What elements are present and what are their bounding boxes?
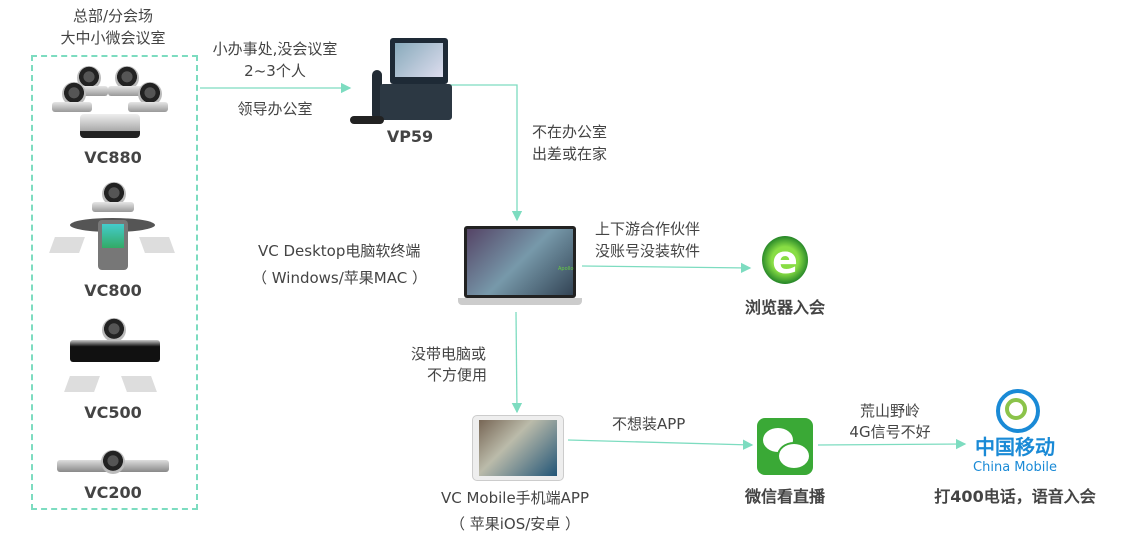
desktop-line1: VC Desktop电脑软终端 (258, 242, 421, 260)
wechat-label: 微信看直播 (744, 487, 825, 506)
edge-desktop-browser-line1: 上下游合作伙伴 (595, 220, 701, 238)
room-devices-group (31, 55, 198, 510)
edge-wechat-phone-line1: 荒山野岭 (859, 402, 920, 420)
vc880-label: VC880 (84, 148, 142, 167)
vc800-label: VC800 (84, 281, 142, 300)
vc200-image (57, 440, 169, 476)
edge-desktop-mobile-line2: 不方便用 (427, 366, 488, 384)
china-mobile-logo-icon (993, 386, 1040, 433)
ie-browser-icon: e (758, 232, 812, 288)
edge-room-vp59-line2: 2~3个人 (244, 62, 306, 80)
vc500-label: VC500 (84, 403, 142, 422)
edge-room-vp59-below: 领导办公室 (237, 100, 313, 118)
wechat-icon (757, 418, 813, 475)
china-mobile-logo-cn: 中国移动 (975, 435, 1055, 459)
arrow-mobile-to-wechat (567, 439, 754, 450)
edge-vp59-desktop-line2: 出差或在家 (532, 145, 608, 163)
vc880-image (50, 62, 175, 142)
vc500-image (62, 318, 167, 396)
vp59-label: VP59 (386, 127, 434, 146)
mobile-line1: VC Mobile手机端APP (440, 489, 590, 507)
tablet-image (472, 415, 564, 481)
arrow-wechat-to-china-mobile (817, 438, 967, 450)
vp59-image (350, 38, 455, 124)
vc200-label: VC200 (84, 483, 142, 502)
edge-desktop-mobile-line1: 没带电脑或 (411, 345, 487, 363)
arrow-vp59-to-desktop (430, 84, 523, 222)
vc800-image (49, 182, 175, 274)
edge-wechat-phone-line2: 4G信号不好 (849, 423, 931, 441)
desktop-line2: （ Windows/苹果MAC ） (252, 269, 427, 287)
arrow-desktop-to-mobile (511, 311, 523, 414)
screen-tag: Apollo (558, 266, 574, 272)
arrow-desktop-to-browser (581, 262, 752, 274)
edge-vp59-desktop-line1: 不在办公室 (532, 123, 608, 141)
china-mobile-label: 打400电话，语音入会 (934, 487, 1096, 506)
browser-label: 浏览器入会 (744, 298, 825, 317)
group-title-line1: 总部/分会场 (72, 7, 154, 25)
china-mobile-logo-en: China Mobile (973, 460, 1057, 475)
edge-desktop-browser-line2: 没账号没装软件 (595, 242, 701, 260)
edge-mobile-wechat-line1: 不想装APP (612, 415, 686, 433)
edge-room-vp59-line1: 小办事处,没会议室 (212, 40, 338, 58)
group-title-line2: 大中小微会议室 (60, 29, 166, 47)
mobile-line2: （ 苹果iOS/安卓 ） (449, 515, 581, 533)
laptop-image: Apollo (458, 226, 582, 306)
